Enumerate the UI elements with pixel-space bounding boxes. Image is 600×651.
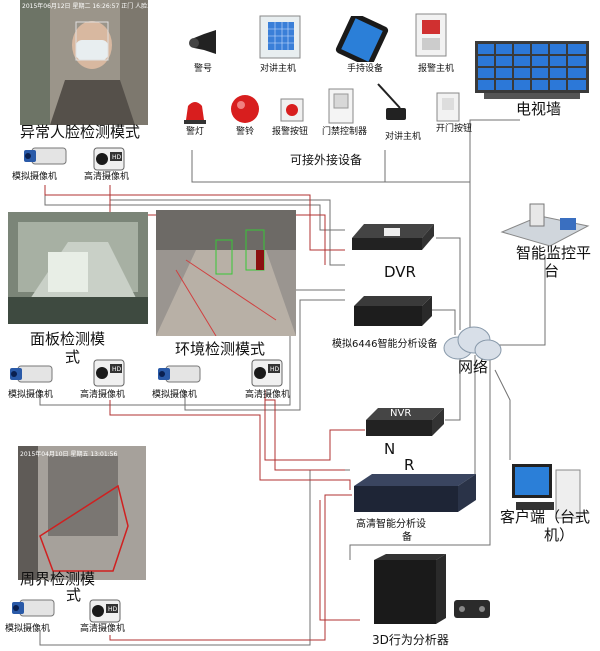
face-detection-title: 异常人脸检测模式 xyxy=(20,123,141,141)
perimeter-detection-image: 2015年04月10日 星期五 13:01:56 xyxy=(18,446,146,580)
siren-icon xyxy=(188,28,222,58)
analog-analyzer-label: 模拟6446智能分析设备 xyxy=(332,339,438,350)
hd-camera-label: 高清摄像机 xyxy=(245,390,291,400)
external-devices-title: 可接外接设备 xyxy=(290,153,363,167)
dvr-icon xyxy=(350,218,436,258)
client-label-1: 客户端（台式 xyxy=(500,508,591,526)
warning-light-label: 警灯 xyxy=(186,127,205,137)
hd-badge: HD xyxy=(270,366,280,373)
nvr-label-1: N xyxy=(384,440,396,458)
panel-detection-image xyxy=(8,212,148,324)
perimeter-detection-title-2: 式 xyxy=(66,586,82,604)
handheld-label: 手持设备 xyxy=(347,64,384,74)
face-overlay-text: 2015年06月12日 星期二 16:26:57 正门 人脸3 xyxy=(22,3,151,10)
hd-camera-icon: HD xyxy=(250,358,284,388)
analyzer-3d-icon xyxy=(366,554,496,632)
client-label-2: 机） xyxy=(544,526,575,544)
alarm-host-label: 报警主机 xyxy=(418,64,455,74)
door-button-label: 开门按钮 xyxy=(436,124,473,134)
access-control-label: 门禁控制器 xyxy=(322,127,368,137)
hd-camera-label: 高清摄像机 xyxy=(84,172,130,182)
warning-light-icon xyxy=(182,98,208,124)
intercom-host-2-icon xyxy=(372,82,408,124)
alarm-bell-label: 警铃 xyxy=(236,127,255,137)
hd-camera-icon: HD xyxy=(92,358,126,388)
analyzer-3d-label: 3D行为分析器 xyxy=(372,633,449,647)
alarm-host-icon xyxy=(414,12,448,58)
dvr-label: DVR xyxy=(384,263,416,281)
analog-camera-icon xyxy=(156,360,204,388)
nvr-icon: NVR xyxy=(364,404,446,442)
analog-camera-label: 模拟摄像机 xyxy=(12,172,58,182)
environment-detection-title: 环境检测模式 xyxy=(175,340,266,358)
handheld-icon xyxy=(334,16,390,62)
hd-badge: HD xyxy=(112,366,122,373)
environment-detection-image xyxy=(156,210,296,336)
hd-camera-label: 高清摄像机 xyxy=(80,624,126,634)
monitor-platform-label-1: 智能监控平 xyxy=(516,244,592,262)
intercom-host-icon xyxy=(258,14,302,60)
siren-label: 警号 xyxy=(194,64,213,74)
analog-camera-icon xyxy=(8,360,56,388)
hd-camera-icon: HD xyxy=(88,598,122,624)
face-detection-image: 2015年06月12日 星期二 16:26:57 正门 人脸3 xyxy=(20,0,151,125)
perimeter-overlay-text: 2015年04月10日 星期五 13:01:56 xyxy=(20,451,118,458)
analog-camera-label: 模拟摄像机 xyxy=(5,624,51,634)
alarm-button-label: 报警按钮 xyxy=(272,127,309,137)
hd-camera-label: 高清摄像机 xyxy=(80,390,126,400)
analog-camera-label: 模拟摄像机 xyxy=(8,390,54,400)
analog-analyzer-icon xyxy=(352,292,434,330)
analog-camera-label: 模拟摄像机 xyxy=(152,390,198,400)
hd-badge: HD xyxy=(112,154,122,161)
monitor-platform-label-2: 台 xyxy=(544,262,560,280)
alarm-bell-icon xyxy=(230,94,260,124)
analog-camera-icon xyxy=(10,594,58,622)
alarm-button-icon xyxy=(280,98,304,122)
analog-camera-icon xyxy=(22,142,70,170)
network-label: 网络 xyxy=(458,358,489,376)
nvr-badge: NVR xyxy=(390,408,412,419)
hd-badge: HD xyxy=(108,606,118,613)
door-button-icon xyxy=(436,92,460,122)
client-desktop-icon xyxy=(510,460,582,520)
perimeter-detection-title: 周界检测模 xyxy=(20,570,96,588)
panel-detection-title: 面板检测模 xyxy=(30,330,106,348)
hd-analyzer-label-1: 高清智能分析设 xyxy=(356,519,426,530)
hd-analyzer-icon xyxy=(352,470,478,516)
hd-camera-icon: HD xyxy=(92,146,126,172)
nvr-label-2: R xyxy=(404,456,415,474)
intercom-host-label: 对讲主机 xyxy=(260,64,297,74)
tv-wall-icon xyxy=(474,40,590,100)
tv-wall-label: 电视墙 xyxy=(516,100,562,118)
intercom-host-2-label: 对讲主机 xyxy=(385,132,422,142)
panel-detection-title-2: 式 xyxy=(65,348,81,366)
hd-analyzer-label-2: 备 xyxy=(402,532,412,543)
access-control-icon xyxy=(328,88,354,124)
monitor-platform-icon xyxy=(500,196,590,252)
network-cloud-icon xyxy=(440,324,504,364)
